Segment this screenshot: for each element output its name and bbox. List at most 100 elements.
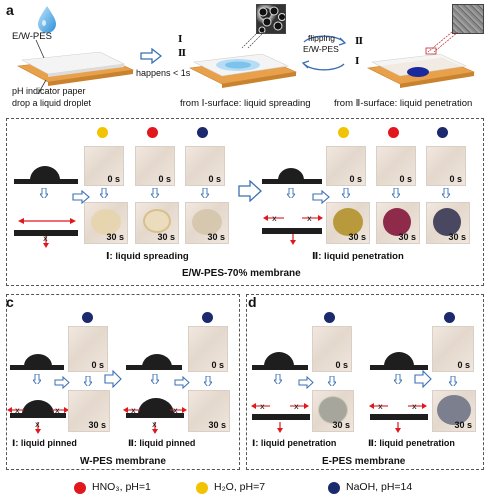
surface-one-label-bottom: Ⅰ (355, 56, 360, 67)
time-label: 30 s (88, 420, 106, 430)
photo-naoh-0s: 0 s (312, 326, 352, 372)
svg-text:x: x (43, 234, 48, 243)
naoh-legend-label: NaOH, pH=14 (346, 481, 413, 493)
svg-text:x: x (35, 420, 40, 429)
down-arrow-icon (287, 188, 295, 198)
membrane-bar (126, 365, 182, 370)
happens-label: happens < 1s (136, 68, 191, 78)
water-droplet-shape (22, 400, 54, 414)
penetration-illustration (366, 53, 476, 88)
down-arrow-icon (151, 188, 159, 198)
time-label: 30 s (332, 420, 350, 430)
red-stain (383, 208, 411, 236)
membrane-bar (126, 413, 184, 418)
stain (437, 395, 471, 425)
panel-d-frame (246, 294, 484, 470)
photo-h2o-0s: 0 s (84, 146, 124, 186)
down-arrow-icon (204, 376, 212, 386)
time-label: 0 s (91, 360, 104, 370)
svg-text:x: x (55, 406, 60, 415)
time-label: 30 s (398, 232, 416, 242)
hno3-dot (147, 127, 158, 138)
water-droplet-shape (264, 352, 294, 366)
time-label: 30 s (157, 232, 175, 242)
water-droplet-icon (38, 6, 56, 33)
down-arrow-icon (151, 374, 159, 384)
down-arrow-icon (392, 188, 400, 198)
time-label: 0 s (208, 174, 221, 184)
photo-naoh-30s: 30 s (185, 202, 229, 244)
penetration-caption: from Ⅱ-surface: liquid penetration (334, 98, 473, 109)
naoh-dot (202, 312, 213, 323)
sem-inset-dense (452, 4, 484, 34)
indicator-paper-label: pH indicator paper (12, 86, 86, 96)
flipping-label-2: E/W-PES (303, 44, 339, 54)
right-arrow-icon (104, 370, 122, 388)
yellow-stain (333, 208, 363, 236)
time-label: 0 s (107, 174, 120, 184)
stain (318, 396, 348, 424)
svg-text:x: x (131, 406, 136, 415)
photo-h2o-30s: 30 s (84, 202, 128, 244)
sem-inset-porous (256, 4, 286, 34)
hno3-dot (388, 127, 399, 138)
water-droplet-shape (138, 398, 174, 414)
membrane-bar-penetrate (370, 414, 428, 420)
panel-b-membrane-title: E/W-PES-70% membrane (182, 268, 301, 279)
stain (192, 209, 222, 235)
photo-naoh-0s: 0 s (185, 146, 225, 186)
down-arrow-icon (84, 376, 92, 386)
svg-text:x: x (294, 402, 299, 411)
photo-naoh-0s: 0 s (188, 326, 228, 372)
down-arrow-icon (33, 374, 41, 384)
naoh-dot (324, 312, 335, 323)
membrane-bar-penetrate (262, 228, 322, 234)
time-label: 0 s (457, 360, 470, 370)
time-label: 30 s (448, 232, 466, 242)
membrane-bar (262, 179, 322, 184)
membrane-bar-spread (14, 230, 78, 236)
h2o-legend-dot (196, 482, 208, 494)
surface-two-label-top: Ⅱ (355, 36, 364, 47)
down-arrow-icon (201, 188, 209, 198)
svg-text:x: x (260, 402, 265, 411)
time-label: 30 s (207, 232, 225, 242)
photo-naoh-0s: 0 s (432, 326, 474, 372)
time-label: 30 s (106, 232, 124, 242)
panel-a-letter: a (6, 2, 14, 18)
down-arrow-icon (394, 374, 402, 384)
photo-naoh-0s: 0 s (68, 326, 108, 372)
panel-c-left-caption: Ⅰ: liquid pinned (12, 438, 77, 448)
pinned-arrows-icon: x x x (7, 406, 69, 434)
photo-naoh-30s: 30 s (68, 390, 110, 432)
membrane-bar (10, 365, 64, 370)
inset-pointer-lines (241, 31, 265, 49)
membrane-bar (10, 413, 66, 418)
right-arrow-icon (54, 376, 70, 390)
svg-text:x: x (15, 406, 20, 415)
down-arrow-icon (442, 188, 450, 198)
pinned-arrows-icon: x x x (123, 406, 187, 434)
panel-c-right-caption: Ⅱ: liquid pinned (128, 438, 196, 448)
time-label: 0 s (211, 360, 224, 370)
water-droplet-shape (24, 354, 52, 366)
h2o-dot (97, 127, 108, 138)
panel-c-frame (6, 294, 240, 470)
membrane-bar (252, 365, 308, 370)
photo-h2o-30s: 30 s (326, 202, 370, 244)
water-droplet-shape (30, 166, 60, 180)
spreading-arrows-icon: x (18, 218, 76, 248)
water-droplet-shape (142, 354, 172, 367)
panel-b-left-caption: Ⅰ: liquid spreading (106, 251, 189, 262)
stain (143, 209, 171, 233)
photo-naoh-30s: 30 s (426, 202, 470, 244)
stain (91, 209, 121, 235)
svg-text:x: x (307, 214, 312, 223)
panel-b-right-caption: Ⅱ: liquid penetration (312, 251, 404, 262)
flipping-arrows-icon (301, 35, 347, 71)
time-label: 0 s (349, 174, 362, 184)
down-arrow-icon (449, 376, 457, 386)
time-label: 30 s (454, 420, 472, 430)
photo-hno3-30s: 30 s (376, 202, 420, 244)
naoh-dot (82, 312, 93, 323)
